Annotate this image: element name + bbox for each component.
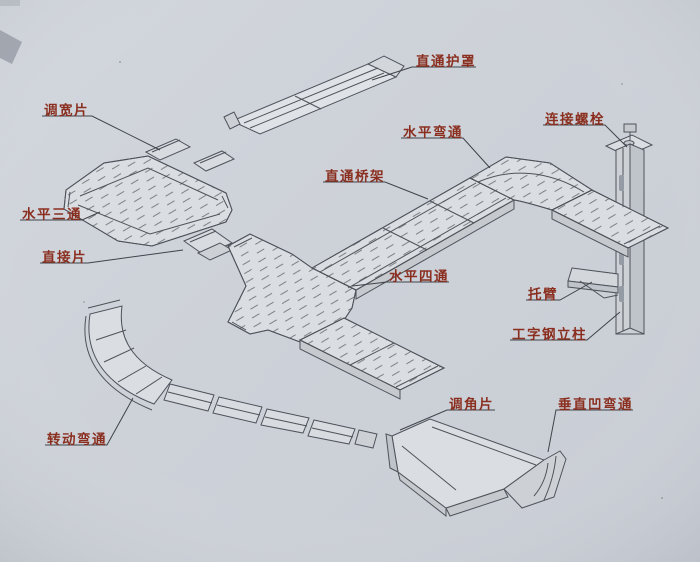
leader-vertical-concave-elbow (547, 409, 633, 453)
leader-horizontal-cross (351, 281, 449, 287)
label-horizontal-elbow: 水平弯通 (403, 125, 463, 141)
leader-angle-adjust-piece (399, 409, 495, 431)
part-width-adjust-pieces (144, 138, 236, 172)
label-rotating-elbow: 转动弯通 (47, 432, 107, 448)
part-straight-cover (223, 55, 405, 135)
part-horizontal-elbow (468, 156, 594, 211)
leader-connector-piece (40, 249, 184, 264)
leader-i-beam-column (510, 311, 621, 341)
part-horizontal-tee (63, 155, 233, 247)
part-bracket-arm (567, 267, 619, 299)
part-angle-adjust-chain (163, 383, 378, 449)
label-straight-tray: 直通桥架 (325, 169, 385, 185)
leader-straight-cover (371, 66, 476, 81)
part-vertical-concave-elbow (385, 418, 567, 518)
label-angle-adjust-piece: 调角片 (449, 397, 494, 413)
part-straight-tray (310, 177, 516, 300)
label-i-beam-column: 工字钢立柱 (512, 327, 587, 343)
leader-width-adjust-piece (42, 115, 161, 151)
label-straight-cover: 直通护罩 (416, 54, 476, 70)
label-horizontal-cross: 水平四通 (389, 269, 449, 285)
leader-bracket-arm (526, 281, 593, 301)
leader-connecting-bolt (543, 124, 628, 148)
leader-rotating-elbow (45, 397, 134, 446)
leader-horizontal-tee (20, 211, 101, 221)
label-bracket-arm: 托臂 (528, 287, 558, 303)
label-vertical-concave-elbow: 垂直凹弯通 (558, 397, 633, 413)
part-rotating-elbow (84, 299, 173, 411)
label-connector-piece: 直接片 (42, 250, 87, 266)
label-width-adjust-piece: 调宽片 (44, 103, 89, 119)
label-horizontal-tee: 水平三通 (22, 207, 82, 223)
leader-lines (20, 66, 633, 453)
part-right-tray (550, 189, 670, 258)
label-connecting-bolt: 连接螺栓 (545, 112, 605, 128)
part-horizontal-cross (227, 233, 357, 343)
part-lower-tray (298, 317, 446, 400)
leader-straight-tray (323, 181, 429, 200)
leader-horizontal-elbow (401, 137, 491, 169)
